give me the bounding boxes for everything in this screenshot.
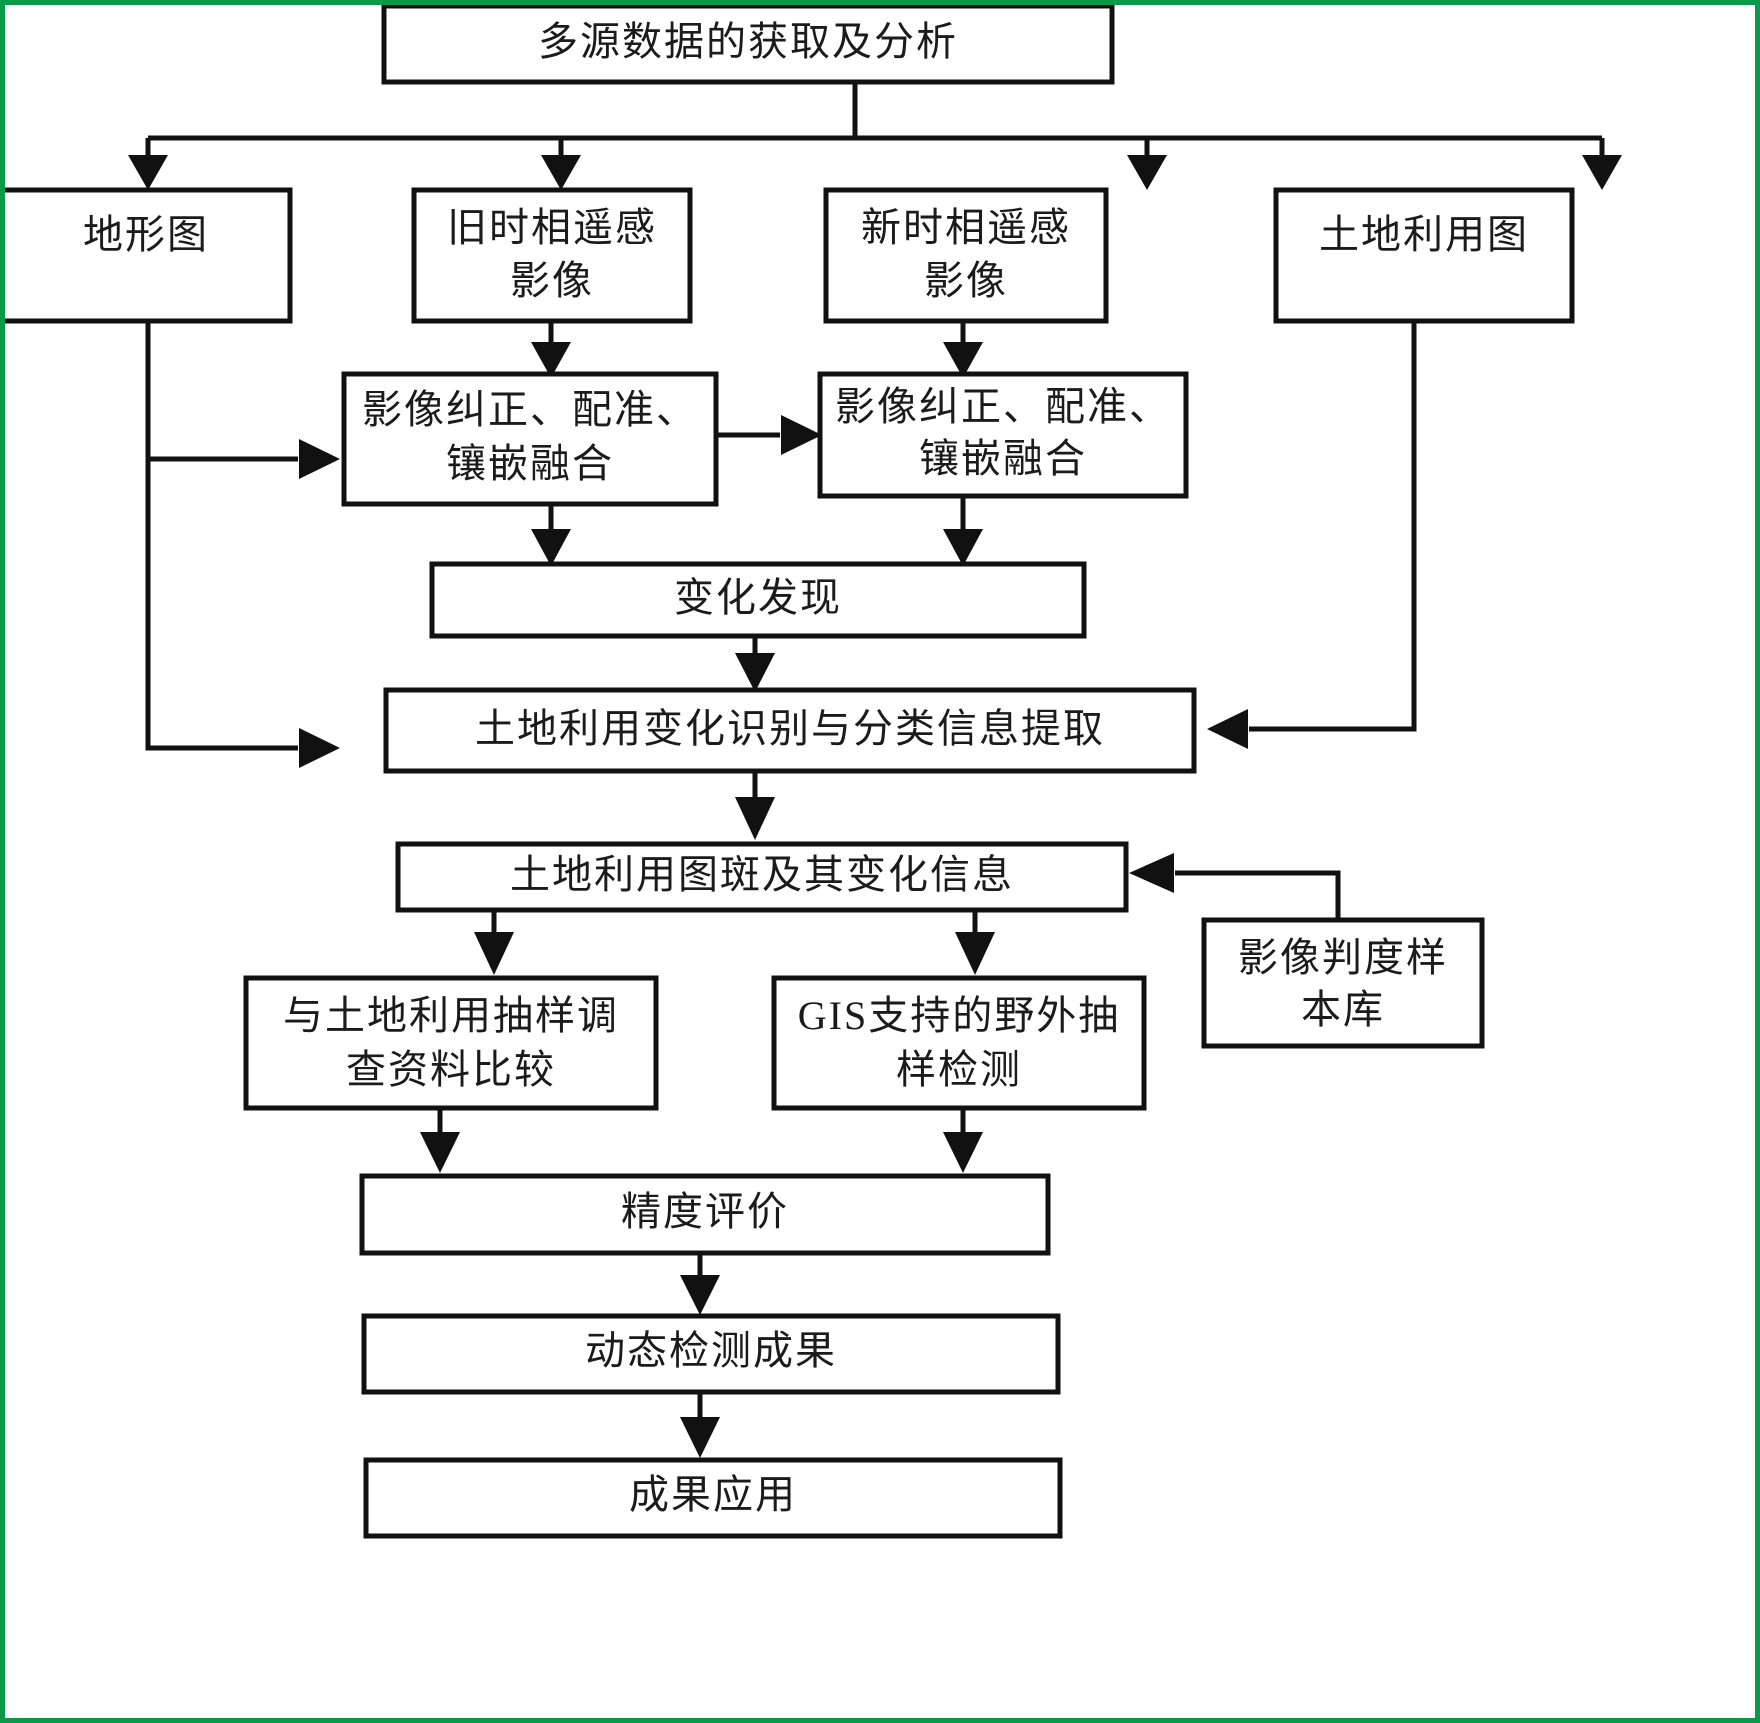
node-old-phase-image[interactable]: 旧时相遥感 影像 [411, 187, 693, 324]
connector-preprocess-old-to-new [716, 415, 822, 455]
connector-change-identify [735, 636, 775, 692]
node-topographic-map-label: 地形图 [83, 212, 209, 257]
connector-identify-patches [735, 771, 775, 840]
connector-newimage-preprocess [943, 321, 983, 378]
node-dynamic-result[interactable]: 动态检测成果 [361, 1313, 1061, 1395]
node-dynamic-result-label: 动态检测成果 [585, 1328, 837, 1373]
node-gis-field-sampling-line1: GIS支持的野外抽 [798, 993, 1120, 1038]
node-gis-field-sampling-line2: 样检测 [896, 1047, 1022, 1092]
node-landuse-map[interactable]: 土地利用图 [1273, 187, 1575, 324]
node-change-identification-label: 土地利用变化识别与分类信息提取 [475, 706, 1105, 751]
node-preprocess-old-line1: 影像纠正、配准、 [362, 387, 698, 432]
node-landuse-patches-label: 土地利用图斑及其变化信息 [510, 852, 1014, 897]
node-gis-field-sampling[interactable]: GIS支持的野外抽 样检测 [771, 975, 1147, 1111]
node-change-detection[interactable]: 变化发现 [429, 561, 1087, 639]
connector-landusemap-identify [1207, 321, 1417, 749]
node-landuse-patches[interactable]: 土地利用图斑及其变化信息 [395, 841, 1129, 913]
connector-preprocessold-change [531, 504, 571, 566]
node-sample-survey-comparison-line2: 查资料比较 [346, 1047, 556, 1092]
node-old-phase-image-line1: 旧时相遥感 [447, 205, 657, 250]
node-result-application-label: 成果应用 [629, 1472, 797, 1517]
node-sample-survey-comparison-line1: 与土地利用抽样调 [283, 993, 619, 1038]
connector-topomap-identify [145, 459, 340, 768]
node-change-identification[interactable]: 土地利用变化识别与分类信息提取 [383, 687, 1197, 774]
node-sample-library-line1: 影像判度样 [1238, 935, 1448, 980]
connector-oldimage-preprocess [531, 321, 571, 378]
connector-accuracy-result [680, 1253, 720, 1315]
node-result-application[interactable]: 成果应用 [363, 1457, 1063, 1539]
node-new-phase-image-line2: 影像 [924, 258, 1008, 303]
node-preprocess-new-line2: 镶嵌融合 [919, 436, 1087, 481]
connector-samplelib-patches [1129, 853, 1341, 920]
connector-gisfield-accuracy [943, 1108, 983, 1173]
node-sample-library-line2: 本库 [1301, 987, 1385, 1032]
connector-source-bus [128, 82, 1622, 190]
connector-topomap-preprocess [145, 321, 340, 479]
node-old-phase-image-line2: 影像 [510, 258, 594, 303]
connector-preprocessnew-change [943, 496, 983, 566]
node-change-detection-label: 变化发现 [674, 575, 842, 620]
node-landuse-map-label: 土地利用图 [1319, 212, 1529, 257]
node-topographic-map[interactable]: 地形图 [0, 187, 293, 324]
node-new-phase-image[interactable]: 新时相遥感 影像 [823, 187, 1109, 324]
node-preprocess-old[interactable]: 影像纠正、配准、 镶嵌融合 [341, 371, 719, 507]
connector-samplecompare-accuracy [420, 1108, 460, 1173]
node-preprocess-new-line1: 影像纠正、配准、 [835, 384, 1171, 429]
node-source-label: 多源数据的获取及分析 [538, 19, 958, 64]
node-preprocess-new[interactable]: 影像纠正、配准、 镶嵌融合 [817, 371, 1189, 499]
node-accuracy-evaluation[interactable]: 精度评价 [359, 1173, 1051, 1256]
node-preprocess-old-line2: 镶嵌融合 [446, 441, 614, 486]
node-source[interactable]: 多源数据的获取及分析 [381, 3, 1115, 85]
connector-patches-samplecompare [474, 910, 514, 975]
node-sample-library[interactable]: 影像判度样 本库 [1201, 917, 1485, 1049]
connector-result-application [680, 1392, 720, 1458]
node-new-phase-image-line1: 新时相遥感 [861, 205, 1071, 250]
node-sample-survey-comparison[interactable]: 与土地利用抽样调 查资料比较 [243, 975, 659, 1111]
node-accuracy-evaluation-label: 精度评价 [621, 1189, 789, 1234]
connector-patches-gisfield [955, 910, 995, 975]
